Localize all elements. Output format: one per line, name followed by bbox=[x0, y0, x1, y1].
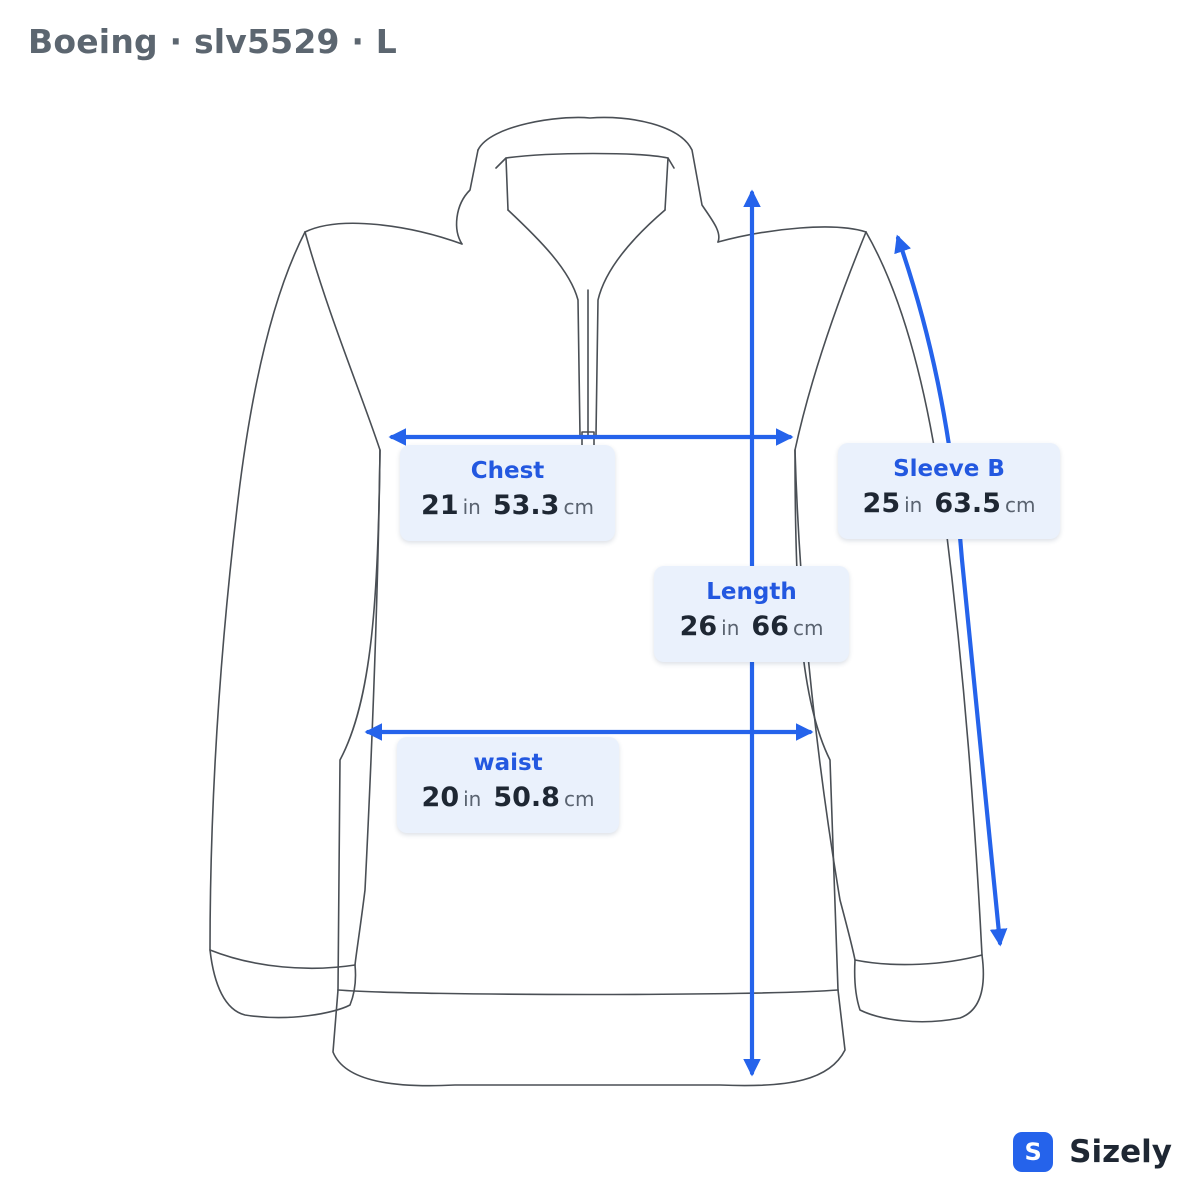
sleeve-label: Sleeve B bbox=[893, 456, 1005, 482]
sleeve-arrow bbox=[894, 234, 1008, 947]
left-sleeve-outer bbox=[209, 231, 306, 951]
collar-inner bbox=[495, 152, 675, 169]
collar-left-wing bbox=[455, 149, 479, 245]
zipper-left bbox=[507, 209, 581, 436]
chest-label: Chest bbox=[470, 458, 545, 484]
zipper-right bbox=[595, 209, 666, 436]
collar-inner-left bbox=[505, 157, 509, 211]
right-shoulder bbox=[717, 226, 867, 243]
left-cuff bbox=[209, 949, 357, 1019]
sleeve-cm-unit: cm bbox=[1004, 493, 1036, 517]
hem-bottom bbox=[332, 989, 846, 1087]
chest-cm-value: 53.3 bbox=[492, 490, 560, 521]
waist-inches-unit: in bbox=[463, 787, 482, 811]
page-title: Boeing · slv5529 · L bbox=[28, 22, 397, 61]
hem-top bbox=[337, 989, 839, 996]
waist-cm-value: 50.8 bbox=[493, 782, 560, 813]
brand-name: Sizely bbox=[1069, 1134, 1172, 1170]
left-side bbox=[304, 231, 381, 991]
chest-inches-value: 21 bbox=[421, 490, 459, 521]
collar-outer bbox=[477, 116, 720, 243]
length-inches-value: 26 bbox=[679, 611, 718, 642]
length-label: Length bbox=[706, 579, 797, 605]
length-inches-unit: in bbox=[721, 616, 740, 640]
length-cm-value: 66 bbox=[751, 611, 789, 642]
right-sleeve-inner bbox=[794, 449, 856, 961]
brand-logo: S Sizely bbox=[1013, 1132, 1172, 1172]
chest-inches-unit: in bbox=[462, 495, 481, 519]
waist-cm-unit: cm bbox=[563, 787, 595, 811]
chest-cm-unit: cm bbox=[563, 495, 594, 519]
left-shoulder bbox=[304, 222, 463, 245]
sizely-logo-icon: S bbox=[1013, 1132, 1054, 1172]
right-cuff bbox=[853, 954, 985, 1023]
waist-label: waist bbox=[473, 750, 543, 776]
sweater-outline bbox=[209, 116, 985, 1087]
waist-inches-value: 20 bbox=[421, 782, 460, 813]
sleeve-inches-value: 25 bbox=[862, 488, 901, 519]
sleeve-cm-value: 63.5 bbox=[934, 488, 1001, 519]
length-cm-unit: cm bbox=[792, 616, 824, 640]
sleeve-inches-unit: in bbox=[904, 493, 923, 517]
collar-inner-right bbox=[664, 157, 669, 211]
left-sleeve-inner bbox=[354, 449, 381, 966]
